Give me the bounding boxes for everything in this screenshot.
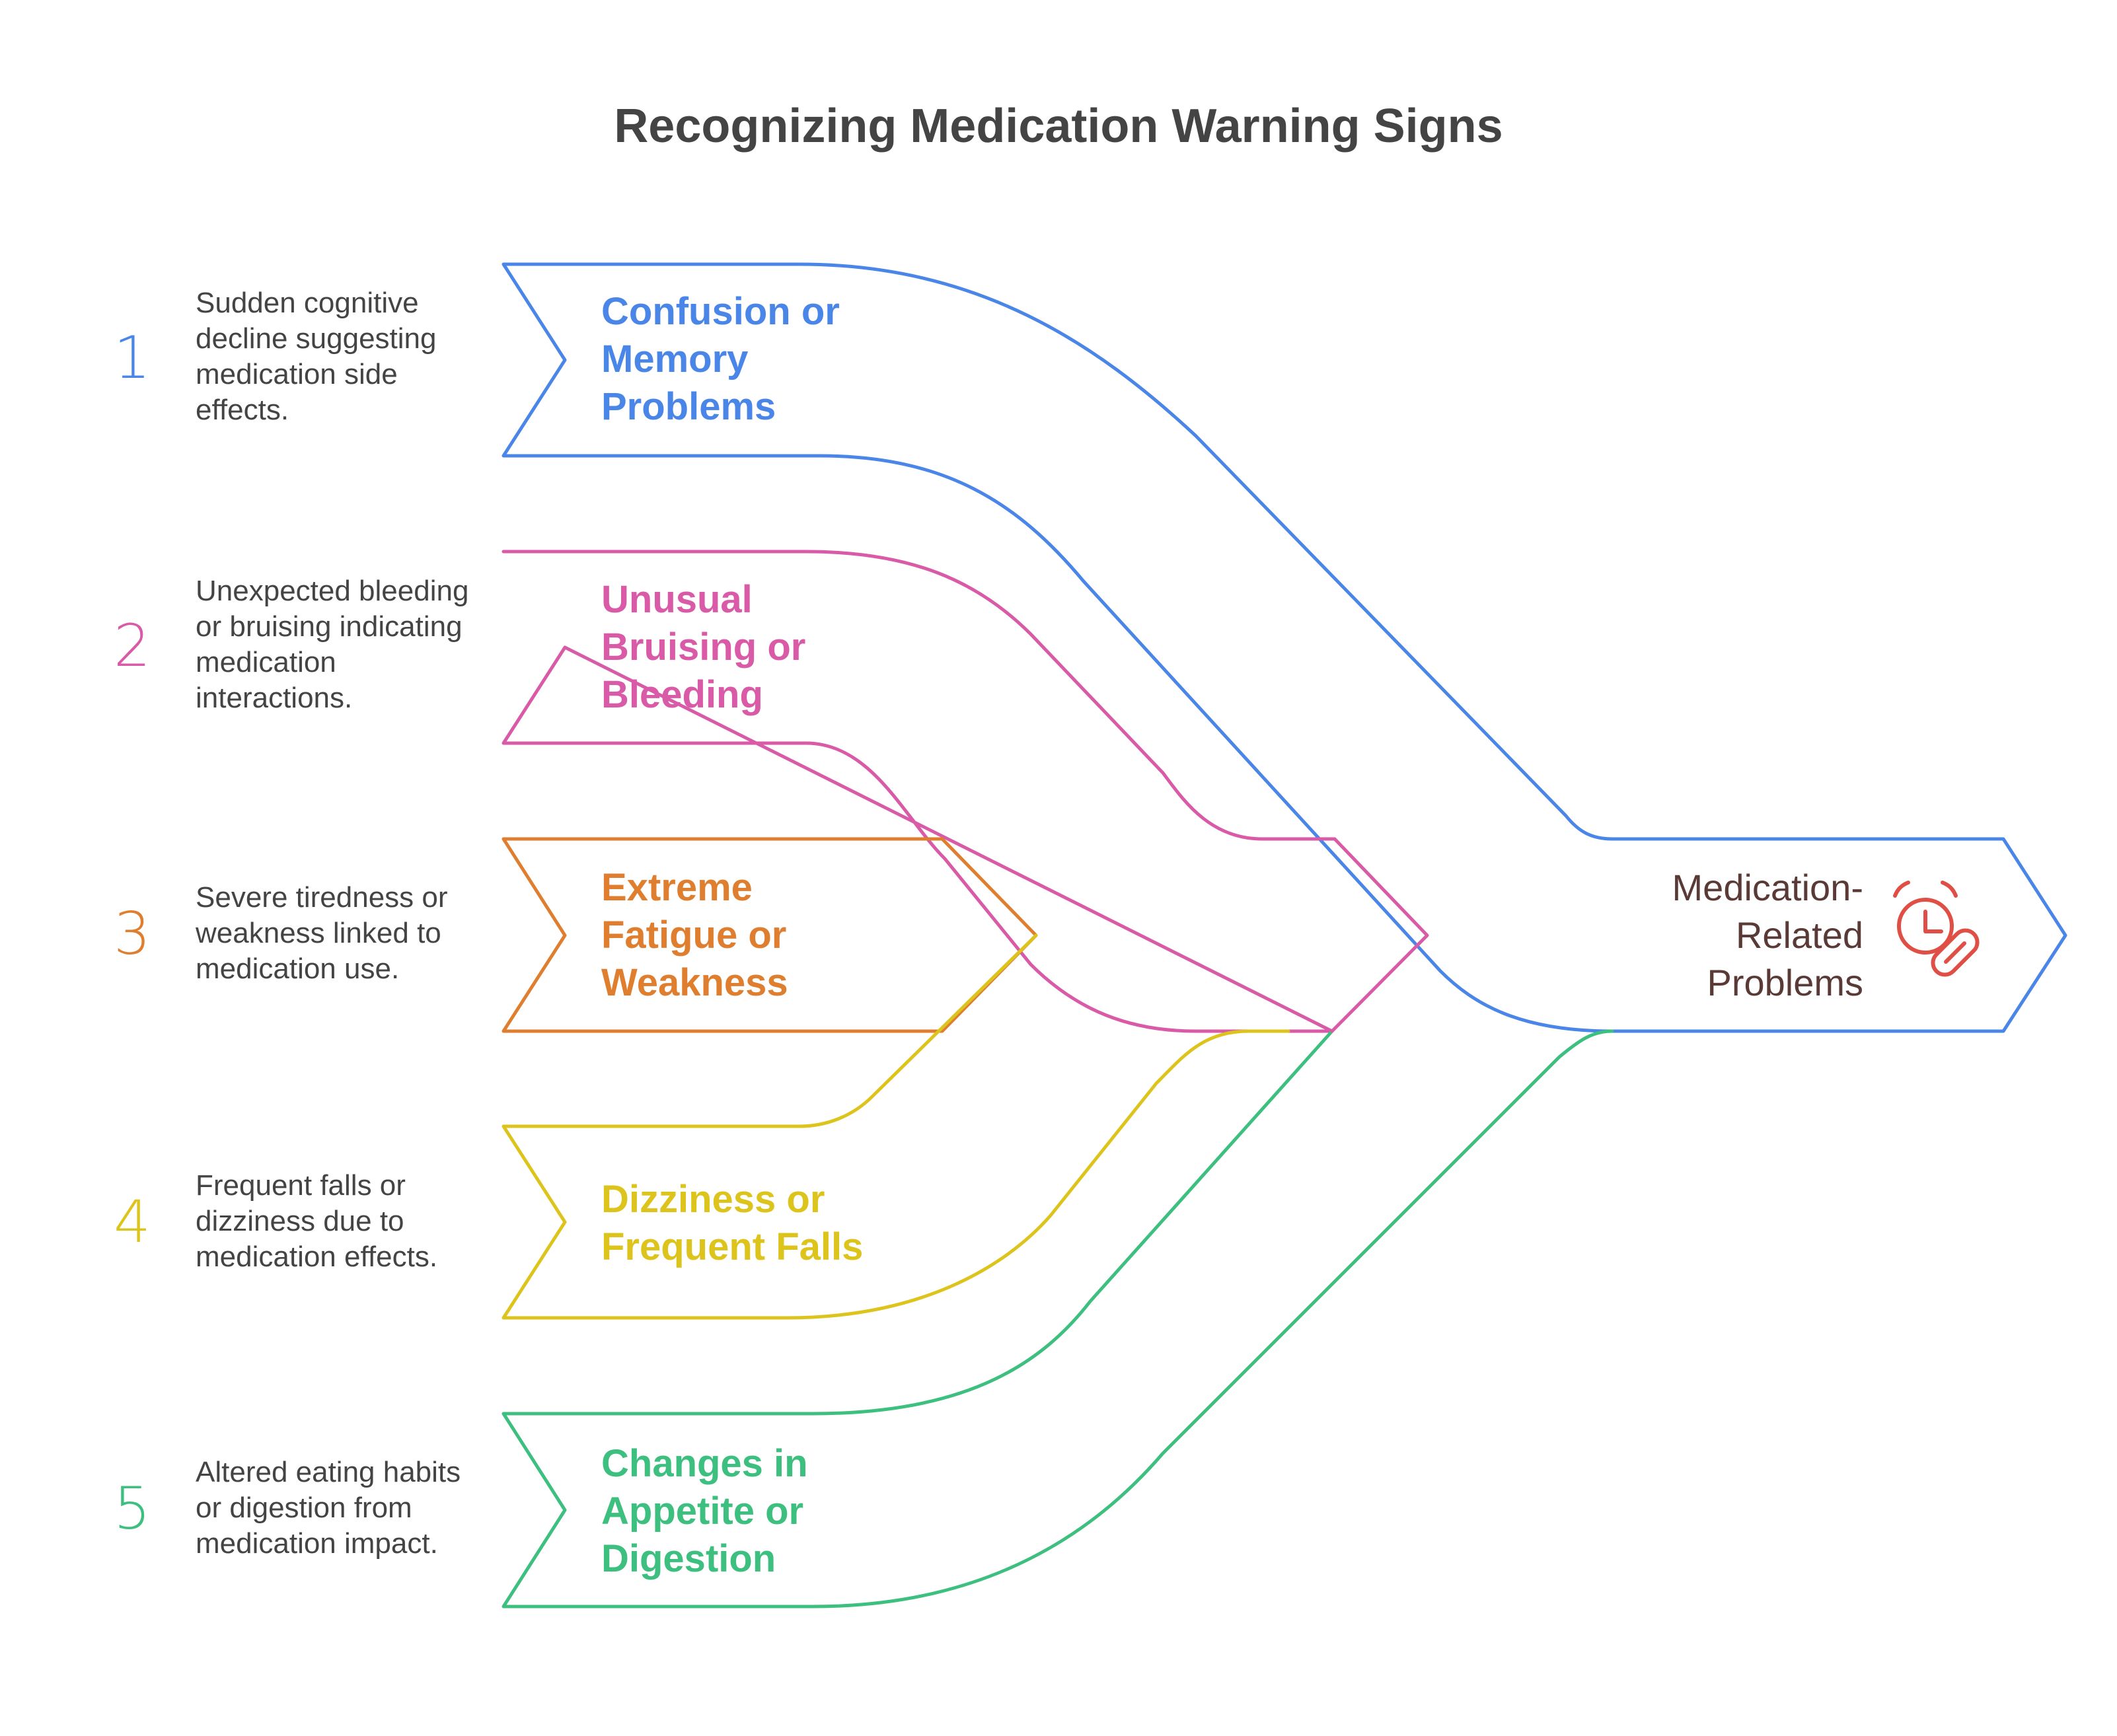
step-number-5: 5: [114, 1474, 151, 1542]
sign-description-5: Altered eating habits or digestion from …: [196, 1455, 506, 1562]
sign-label-line: Bruising or: [601, 626, 806, 669]
flow-path-5: [501, 1029, 1614, 1609]
sign-label-line: Appetite or: [601, 1490, 804, 1533]
sign-label-line: Frequent Falls: [601, 1225, 864, 1268]
description-line: or bruising indicating: [196, 610, 463, 643]
sign-label-line: Weakness: [601, 961, 788, 1004]
sign-label-line: Memory: [601, 338, 749, 380]
sign-description-4: Frequent falls or dizziness due to medic…: [196, 1168, 506, 1275]
diagram-title: Recognizing Medication Warning Signs: [614, 100, 1503, 153]
description-line: Sudden cognitive: [196, 287, 419, 319]
sign-label-2: Unusual Bruising or Bleeding: [601, 576, 945, 719]
step-number-3: 3: [114, 900, 151, 968]
sign-label-1: Confusion or Memory Problems: [601, 288, 945, 431]
description-line: medication use.: [196, 953, 400, 985]
sign-label-5: Changes in Appetite or Digestion: [601, 1440, 945, 1583]
flow-path-2-join: [1330, 837, 1429, 1033]
step-number-1: 1: [114, 324, 151, 392]
description-line: weakness linked to: [196, 917, 441, 949]
sign-label-line: Unusual: [601, 578, 753, 621]
alarm-clock-pill-icon: [1893, 881, 1980, 977]
sign-description-1: Sudden cognitive decline suggesting medi…: [196, 285, 506, 428]
target-label-line: Related: [1735, 914, 1863, 956]
description-line: dizziness due to: [196, 1205, 404, 1237]
sign-label-line: Changes in: [601, 1442, 808, 1485]
flow-path-4: [501, 933, 1290, 1320]
sign-label-line: Fatigue or: [601, 914, 787, 957]
sign-label-line: Digestion: [601, 1537, 776, 1580]
sign-label-line: Problems: [601, 385, 776, 428]
description-line: decline suggesting: [196, 322, 437, 355]
sign-description-2: Unexpected bleeding or bruising indicati…: [196, 573, 506, 716]
target-label-line: Problems: [1707, 962, 1863, 1003]
flow-path-2: [501, 550, 1337, 1033]
description-line: effects.: [196, 394, 289, 426]
description-line: interactions.: [196, 682, 353, 714]
description-line: medication side: [196, 358, 398, 390]
target-label: Medication- Related Problems: [1540, 864, 1863, 1007]
sign-label-line: Confusion or: [601, 290, 840, 333]
description-line: Unexpected bleeding: [196, 575, 469, 607]
description-line: or digestion from: [196, 1492, 412, 1524]
description-line: medication impact.: [196, 1527, 438, 1560]
description-line: medication: [196, 646, 336, 678]
description-line: Altered eating habits: [196, 1456, 461, 1488]
description-line: medication effects.: [196, 1241, 438, 1273]
sign-label-4: Dizziness or Frequent Falls: [601, 1176, 945, 1271]
sign-label-line: Bleeding: [601, 673, 763, 716]
sign-description-3: Severe tiredness or weakness linked to m…: [196, 880, 506, 987]
step-number-4: 4: [114, 1188, 151, 1256]
description-line: Severe tiredness or: [196, 881, 448, 914]
description-line: Frequent falls or: [196, 1169, 406, 1202]
target-label-line: Medication-: [1672, 867, 1863, 908]
step-number-2: 2: [114, 612, 151, 680]
sign-label-line: Dizziness or: [601, 1178, 825, 1221]
sign-label-line: Extreme: [601, 866, 753, 909]
sign-label-3: Extreme Fatigue or Weakness: [601, 864, 945, 1007]
